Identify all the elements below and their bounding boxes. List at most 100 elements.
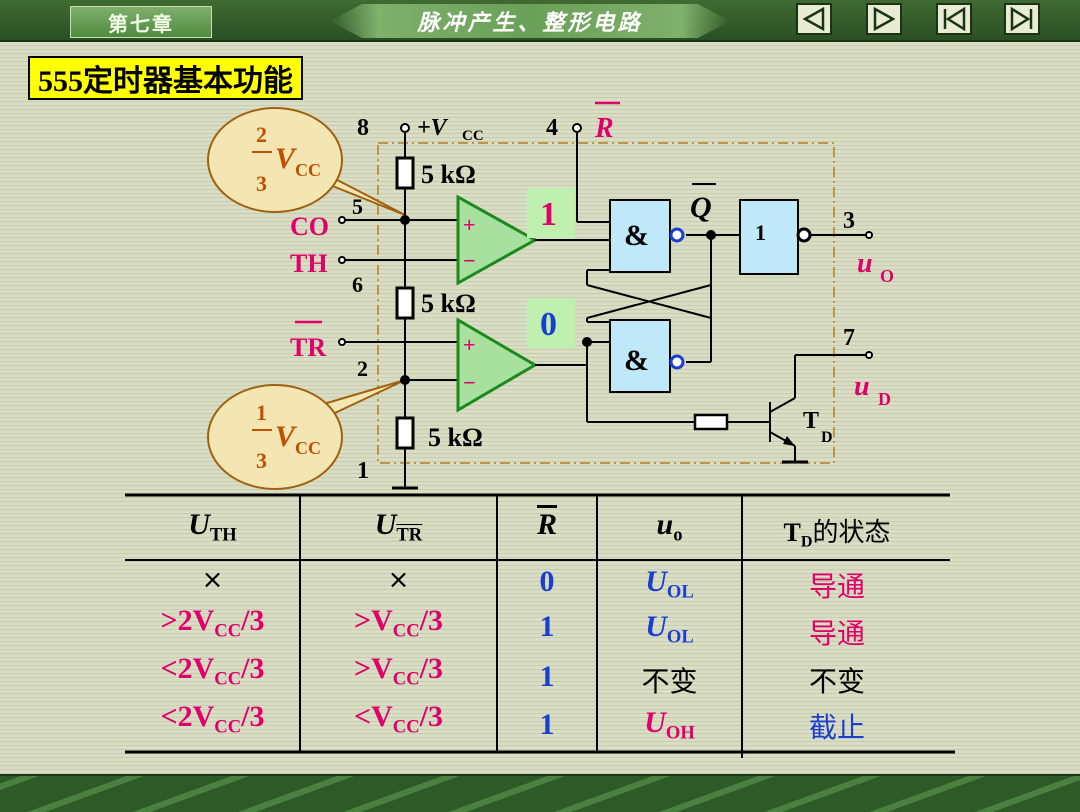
qbar-label: Q xyxy=(690,191,712,224)
header-uo: uo xyxy=(656,508,683,546)
bubble-one-third-vcc xyxy=(207,379,406,490)
row1-td: 导通 xyxy=(808,617,865,650)
comp2-output-value: 0 xyxy=(540,306,557,343)
comp1-plus: + xyxy=(463,212,476,237)
and1-bubble xyxy=(669,227,685,243)
last-icon xyxy=(1010,6,1033,32)
ud-label: u xyxy=(854,371,870,402)
pin1-label: 1 xyxy=(357,458,369,484)
res2-label: 5 kΩ xyxy=(421,289,476,318)
row0-uo: UOL xyxy=(645,565,694,603)
row3-uo: UOH xyxy=(644,706,695,744)
resistor-1 xyxy=(395,156,415,190)
row1-uo: UOL xyxy=(645,610,694,648)
ud-sub: D xyxy=(878,389,891,409)
pin6-label: 6 xyxy=(352,272,363,297)
and1-symbol: & xyxy=(624,219,649,252)
row3-utr: <VCC/3 xyxy=(354,700,443,738)
co-label: CO xyxy=(290,212,329,241)
next-button[interactable] xyxy=(866,3,902,35)
row0-utr: × xyxy=(387,565,410,595)
chapter-title: 脉冲产生、整形电路 xyxy=(330,4,730,38)
comp2-plus: + xyxy=(463,332,476,357)
comp1-output-value: 1 xyxy=(540,196,557,233)
bubble-bottom-sub: CC xyxy=(295,438,321,458)
first-button[interactable] xyxy=(936,3,972,35)
chapter-label[interactable]: 第七章 xyxy=(70,6,212,38)
row1-r: 1 xyxy=(539,610,555,643)
bubble-bottom-num: 1 xyxy=(256,400,267,425)
row1-uth: >2VCC/3 xyxy=(160,604,265,642)
inverter-bubble xyxy=(796,227,812,243)
bubble-top-sub: CC xyxy=(295,160,321,180)
tr-label: TR xyxy=(290,333,326,362)
row0-uth: × xyxy=(201,565,224,595)
row3-td: 截止 xyxy=(808,711,865,744)
pin4-label: 4 xyxy=(546,115,558,141)
row2-r: 1 xyxy=(539,660,555,693)
bubble-two-thirds-vcc xyxy=(207,107,406,216)
bubble-top-den: 3 xyxy=(256,171,267,196)
comp2-out-highlight xyxy=(527,298,575,348)
vcc-label: +V xyxy=(417,115,449,141)
th-label: TH xyxy=(290,249,328,278)
logic-wires xyxy=(535,123,873,464)
resistor-3 xyxy=(395,416,415,450)
res3-label: 5 kΩ xyxy=(428,423,483,452)
td-label: T xyxy=(803,408,819,434)
td-sub: D xyxy=(821,429,833,446)
row1-utr: >VCC/3 xyxy=(354,604,443,642)
pin8-label: 8 xyxy=(357,115,369,141)
bubble-top-v: V xyxy=(275,142,298,175)
uo-label: u xyxy=(857,248,873,279)
row2-uo: 不变 xyxy=(641,665,698,698)
reset-label: R xyxy=(594,113,614,144)
first-icon xyxy=(943,6,966,32)
vcc-sub: CC xyxy=(462,128,484,144)
header-uth: UTH xyxy=(188,508,237,546)
inverter-gate xyxy=(739,199,799,275)
comparator-2 xyxy=(456,317,538,413)
comp2-minus: − xyxy=(463,370,476,395)
and2-bubble xyxy=(669,354,685,370)
row3-r: 1 xyxy=(539,708,555,741)
row0-td: 导通 xyxy=(808,570,865,603)
and-gate-2 xyxy=(609,319,671,393)
bubble-bottom-den: 3 xyxy=(256,448,267,473)
row0-r: 0 xyxy=(539,565,555,598)
base-resistor xyxy=(693,413,729,431)
uo-sub: O xyxy=(880,266,894,286)
pin2-label: 2 xyxy=(357,356,368,381)
res1-label: 5 kΩ xyxy=(421,160,476,189)
comp1-minus: − xyxy=(463,248,476,273)
input-wires xyxy=(338,216,458,381)
header-td-state: TD的状态 xyxy=(783,518,891,551)
circuit-diagram: + − + − xyxy=(207,101,894,490)
bottom-bar xyxy=(0,774,1080,812)
bubble-top-num: 2 xyxy=(256,122,267,147)
and2-symbol: & xyxy=(624,344,649,377)
chip-boundary xyxy=(377,142,835,464)
row2-uth: <2VCC/3 xyxy=(160,652,265,690)
top-bar: 第七章 脉冲产生、整形电路 xyxy=(0,0,1080,42)
header-rbar: R xyxy=(536,508,557,541)
resistor-chain xyxy=(392,123,418,490)
row2-td: 不变 xyxy=(808,665,865,698)
bubble-bottom-v: V xyxy=(275,420,298,453)
pin7-label: 7 xyxy=(843,325,855,351)
comp1-out-highlight xyxy=(527,188,575,238)
next-icon xyxy=(873,6,896,32)
transistor-arrow xyxy=(783,436,795,446)
previous-button[interactable] xyxy=(796,3,832,35)
row3-uth: <2VCC/3 xyxy=(160,700,265,738)
pin5-label: 5 xyxy=(352,194,363,219)
last-button[interactable] xyxy=(1004,3,1040,35)
inverter-label: 1 xyxy=(755,220,766,245)
comparator-1 xyxy=(456,194,539,286)
previous-icon xyxy=(802,6,825,32)
pin3-label: 3 xyxy=(843,208,855,234)
slide-heading: 555定时器基本功能 xyxy=(28,56,303,100)
resistor-2 xyxy=(395,286,415,320)
header-utr: UTR xyxy=(374,508,423,546)
row2-utr: >VCC/3 xyxy=(354,652,443,690)
